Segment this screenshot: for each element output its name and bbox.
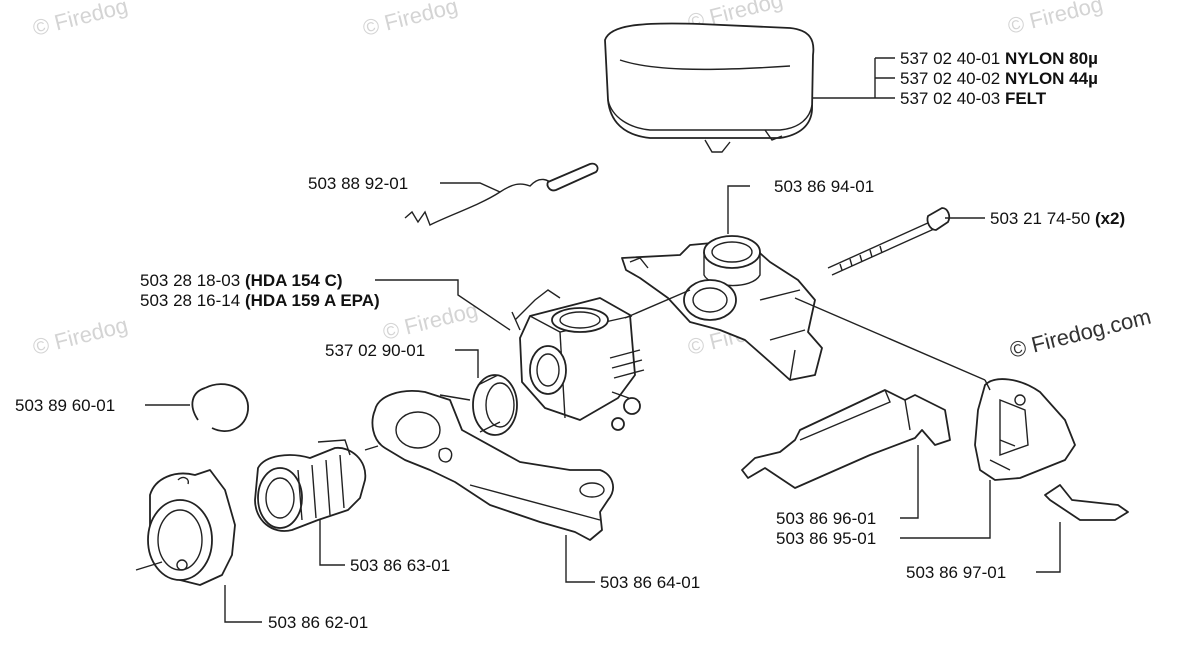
gasket-drawing (472, 374, 518, 436)
spring-label: 503 86 97-01 (906, 563, 1006, 582)
intake-hose-drawing (254, 439, 367, 532)
carb-2-label: 503 28 16-14 (HDA 159 A EPA) (140, 291, 380, 310)
brand-text: © Firedog.com (1007, 304, 1153, 363)
carb-2-model: (HDA 159 A EPA) (245, 291, 380, 310)
bolt-qty: (x2) (1095, 209, 1125, 228)
cover-label: 503 86 95-01 (776, 529, 876, 548)
air-filter-3-label: 537 02 40-03 FELT (900, 89, 1047, 108)
carb-to-holder-line (624, 289, 691, 319)
circlip-label: 503 89 60-01 (15, 396, 115, 415)
spring-drawing (1044, 484, 1129, 521)
carburetor-leader (375, 279, 511, 331)
flange-leader (224, 585, 262, 623)
watermark-5: © Firedog (30, 312, 130, 360)
flange-drawing (135, 469, 236, 586)
intake-plate-drawing (364, 390, 614, 541)
cover-assembly-line (794, 297, 986, 381)
carb-holder-leader (727, 185, 750, 234)
intake-plate-label: 503 86 64-01 (600, 573, 700, 592)
intake-hose-leader (319, 520, 345, 566)
intake-plate-leader (565, 535, 595, 583)
choke-rod-leader (440, 182, 501, 193)
watermark-4: © Firedog (1005, 0, 1105, 39)
carb-1-model: (HDA 154 C) (245, 271, 343, 290)
air-filter-leaders (812, 57, 895, 99)
choke-rod-drawing (404, 162, 599, 226)
carb-1-label: 503 28 18-03 (HDA 154 C) (140, 271, 343, 290)
gasket-label: 537 02 90-01 (325, 341, 425, 360)
lever-leader (900, 445, 919, 519)
carburetor-drawing (511, 289, 645, 431)
circlip-drawing (191, 383, 249, 432)
carb-holder-label: 503 86 94-01 (774, 177, 874, 196)
gasket-leader (455, 349, 479, 378)
air-filter-3-number: 537 02 40-03 (900, 89, 1000, 108)
cover-leader (900, 480, 991, 539)
bolt-label: 503 21 74-50 (x2) (990, 209, 1125, 228)
watermark-2: © Firedog (360, 0, 460, 41)
bolt-number: 503 21 74-50 (990, 209, 1090, 228)
intake-hose-label: 503 86 63-01 (350, 556, 450, 575)
air-filter-1-spec: NYLON 80µ (1005, 49, 1098, 68)
spring-leader (1036, 522, 1061, 573)
air-filter-drawing (604, 22, 815, 153)
air-filter-2-spec: NYLON 44µ (1005, 69, 1098, 88)
watermark-1: © Firedog (30, 0, 130, 41)
air-filter-1-label: 537 02 40-01 NYLON 80µ (900, 49, 1098, 68)
lever-label: 503 86 96-01 (776, 509, 876, 528)
air-filter-1-number: 537 02 40-01 (900, 49, 1000, 68)
carb-1-number: 503 28 18-03 (140, 271, 240, 290)
choke-rod-label: 503 88 92-01 (308, 174, 408, 193)
carb-2-number: 503 28 16-14 (140, 291, 240, 310)
air-filter-3-spec: FELT (1005, 89, 1047, 108)
carb-holder-drawing (621, 235, 823, 381)
lever-drawing (741, 389, 951, 489)
air-filter-2-label: 537 02 40-02 NYLON 44µ (900, 69, 1098, 88)
air-filter-2-number: 537 02 40-02 (900, 69, 1000, 88)
cover-drawing (974, 378, 1076, 481)
flange-label: 503 86 62-01 (268, 613, 368, 632)
plate-to-gasket-line (439, 394, 471, 401)
bolt-drawing (827, 207, 951, 276)
watermark-6: © Firedog (380, 297, 480, 345)
